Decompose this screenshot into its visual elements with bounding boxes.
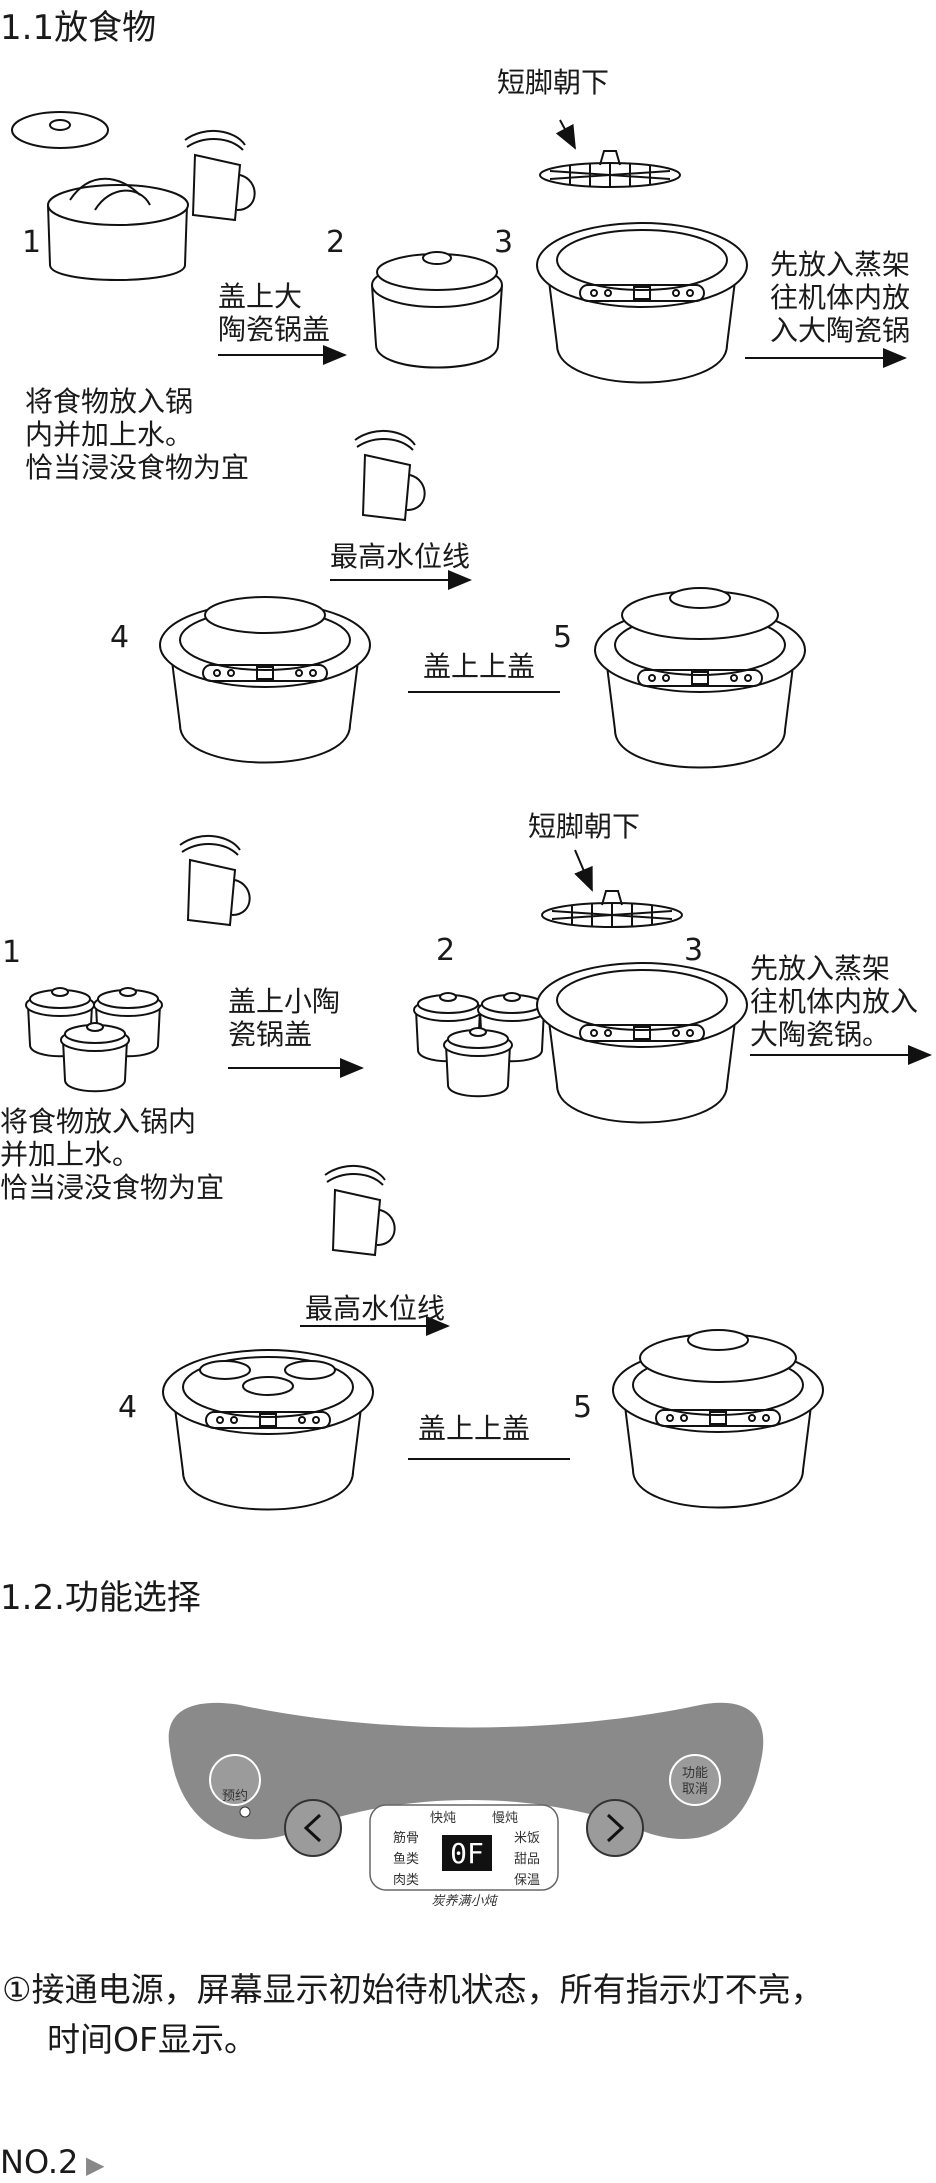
setB-step-3: 3 [684, 933, 704, 968]
setA-arrow3-label: 先放入蒸架往机体内放入大陶瓷锅 [769, 248, 910, 347]
mode-bone-label: 筋骨 [393, 1830, 419, 1846]
setB-arrow3-label: 先放入蒸架往机体内放入大陶瓷锅。 [750, 952, 919, 1051]
setA-legs-arrow [555, 119, 576, 150]
digit-display [442, 1835, 492, 1871]
setB-pitcher-1 [179, 834, 251, 926]
power-on-note: ①接通电源，屏幕显示初始待机状态，所有指示灯不亮， 时间OF显示。 [2, 1970, 824, 2059]
setB-step-5: 5 [573, 1390, 593, 1425]
setA-step-3: 3 [494, 225, 514, 260]
setB-step-1: 1 [2, 935, 22, 970]
chevron-left-icon [303, 1813, 322, 1843]
setA-step-2: 2 [326, 225, 346, 260]
setB-legs-label: 短脚朝下 [528, 810, 641, 843]
setA-step1-pot [11, 111, 189, 281]
cancel-label: 取消 [682, 1782, 708, 1797]
chevron-right-icon [606, 1813, 625, 1843]
setB-step2-pot-c [443, 1027, 513, 1098]
setA-pitcher-1 [184, 129, 256, 221]
function-label: 功能 [682, 1766, 708, 1781]
setA-step-5: 5 [553, 620, 573, 655]
setB-pot-c [60, 1022, 130, 1093]
setB-rack [541, 890, 683, 928]
triangle-icon: ▶ [78, 2151, 105, 2179]
setB-step-2: 2 [436, 933, 456, 968]
display-readout: 0F [450, 1837, 484, 1870]
setB-pitcher-4 [324, 1164, 396, 1256]
setA-step2-pot [371, 251, 503, 369]
setA-cover-label: 盖上上盖 [423, 650, 536, 683]
setA-pitcher-4 [354, 429, 426, 521]
mode-keepwarm-label: 保温 [514, 1873, 540, 1888]
mode-rice-label: 米饭 [514, 1831, 540, 1846]
setA-legs-label: 短脚朝下 [497, 66, 610, 99]
left-arrow-button[interactable] [284, 1799, 342, 1857]
brand-text: 炭养满小炖 [431, 1893, 498, 1909]
reserve-label: 预约 [222, 1789, 248, 1804]
section-title-food: 1.1放食物 [0, 8, 157, 48]
setB-legs-arrow [574, 849, 593, 892]
right-arrow-button[interactable] [586, 1799, 644, 1857]
setB-step3-cooker [536, 962, 748, 1124]
setB-maxwater-label: 最高水位线 [305, 1292, 446, 1325]
setA-step1-caption: 将食物放入锅内并加上水。恰当浸没食物为宜 [25, 385, 250, 484]
setB-step-4: 4 [118, 1390, 138, 1425]
setA-step3-cooker [536, 222, 748, 384]
setB-cover-label: 盖上上盖 [418, 1412, 531, 1445]
setA-step-1: 1 [22, 225, 42, 260]
reserve-button[interactable] [209, 1754, 261, 1806]
control-panel [168, 1702, 764, 1891]
setA-step-4: 4 [110, 620, 130, 655]
function-cancel-button[interactable] [669, 1754, 721, 1806]
setA-maxwater-label: 最高水位线 [330, 540, 471, 573]
section-title-function: 1.2.功能选择 [0, 1578, 201, 1618]
setA-arrow1-label: 盖上大陶瓷锅盖 [218, 280, 331, 346]
slow-stew-label: 慢炖 [492, 1810, 518, 1826]
mode-fish-label: 鱼类 [393, 1851, 419, 1867]
setB-step4-cooker [162, 1349, 374, 1511]
page-number: NO.2 ▶ [0, 2143, 105, 2181]
quick-stew-label: 快炖 [430, 1811, 456, 1826]
setB-step1-caption: 将食物放入锅内并加上水。恰当浸没食物为宜 [0, 1105, 225, 1204]
mode-meat-label: 肉类 [393, 1873, 419, 1888]
mode-dessert-label: 甜品 [514, 1851, 540, 1867]
setB-arrow1-label: 盖上小陶瓷锅盖 [228, 985, 341, 1051]
setA-rack [539, 150, 681, 188]
